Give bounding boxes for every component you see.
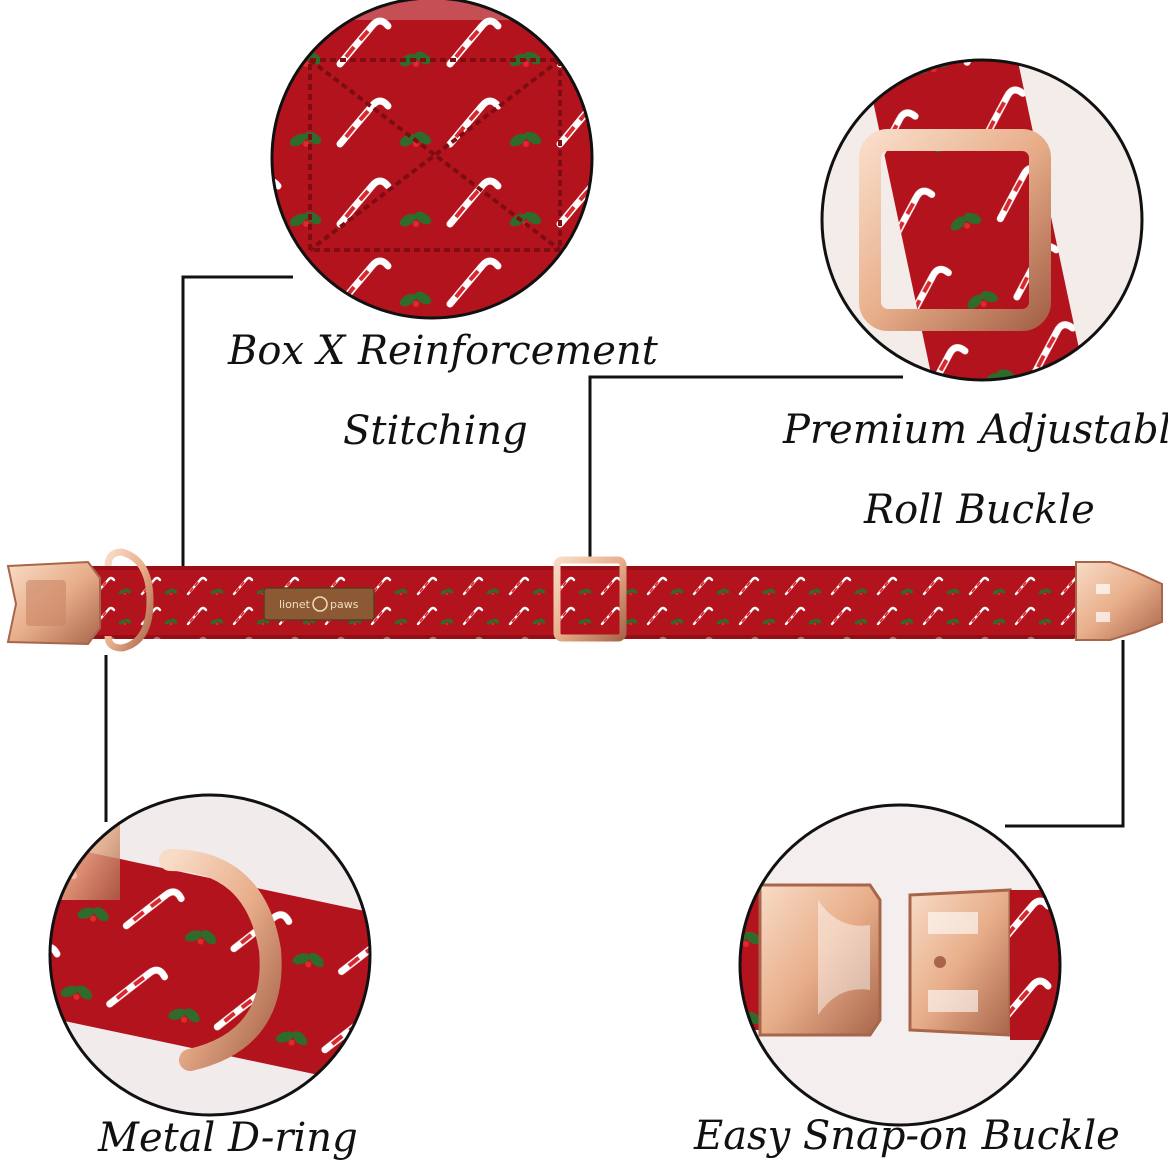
callout-line-roll-buckle bbox=[588, 375, 903, 558]
brand-tag-line2: paws bbox=[330, 598, 359, 611]
caption-box-x-line2: Stitching bbox=[343, 408, 528, 454]
callout-lines bbox=[104, 275, 1125, 828]
closeup-stitching bbox=[270, 0, 594, 320]
collar: lionet paws bbox=[6, 548, 1163, 652]
closeup-roll-buckle bbox=[820, 58, 1144, 382]
callout-line-snap-buckle bbox=[1005, 640, 1125, 828]
caption-d-ring: Metal D-ring bbox=[98, 1115, 358, 1161]
callout-line-box-x bbox=[181, 275, 293, 566]
left-buckle-icon bbox=[6, 560, 101, 646]
caption-roll-buckle-line2: Roll Buckle bbox=[864, 487, 1095, 533]
brand-tag-line1: lionet bbox=[279, 598, 311, 611]
closeup-snap-buckle bbox=[738, 803, 1062, 1127]
collar-strap bbox=[92, 566, 1092, 639]
roll-buckle-icon bbox=[553, 556, 627, 642]
d-ring-icon bbox=[104, 548, 154, 652]
brand-tag: lionet paws bbox=[263, 587, 375, 621]
closeup-d-ring bbox=[48, 793, 372, 1117]
right-buckle-icon bbox=[1075, 561, 1163, 641]
caption-roll-buckle-line1: Premium Adjustable bbox=[783, 407, 1168, 453]
caption-snap-buckle: Easy Snap-on Buckle bbox=[694, 1113, 1120, 1159]
caption-box-x-line1: Box X Reinforcement bbox=[228, 328, 658, 374]
